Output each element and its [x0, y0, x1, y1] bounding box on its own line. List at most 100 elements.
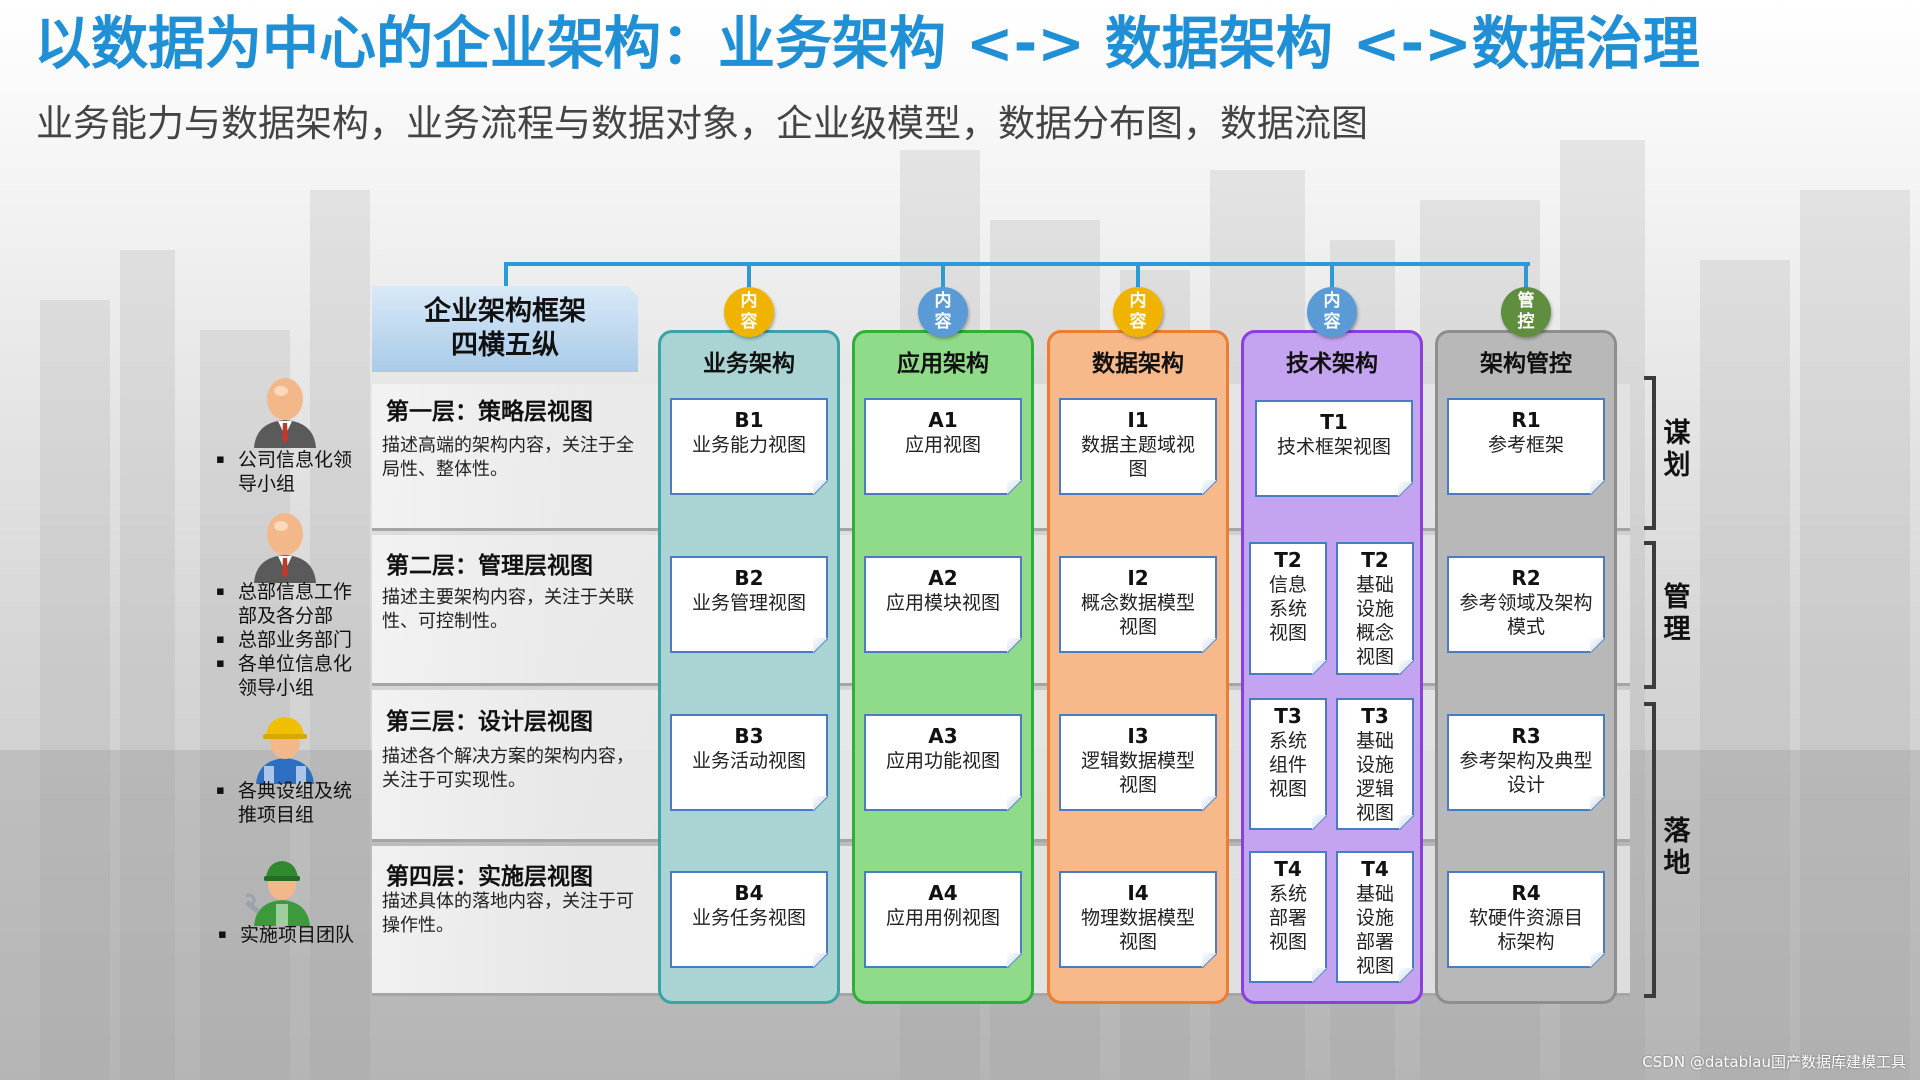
- bracket-char: 理: [1663, 614, 1691, 645]
- bracket-label-management: 管 理: [1660, 582, 1694, 646]
- card-text: 系统组件视图: [1268, 730, 1307, 800]
- card-text: 业务活动视图: [691, 750, 806, 772]
- bracket-label-implementation: 落 地: [1660, 816, 1694, 880]
- engineer-worker-icon: [256, 717, 314, 784]
- badge-char: 容: [1129, 312, 1147, 332]
- column-5-header: 架构管控: [1480, 351, 1572, 377]
- column-1-header: 业务架构: [703, 351, 795, 377]
- card-code: B4: [734, 881, 764, 905]
- card-text: 参考框架: [1487, 434, 1564, 456]
- badge-char: 容: [934, 312, 952, 332]
- layer-4-title: 第四层：实施层视图: [386, 864, 593, 890]
- card-text: 应用功能视图: [885, 750, 1000, 772]
- column-5-governance-badge: 管 控: [1501, 287, 1551, 337]
- badge-char: 内: [934, 291, 952, 311]
- manager-avatar-icon: [254, 513, 316, 583]
- badge-char: 容: [740, 312, 758, 332]
- layer-2-desc: 描述主要架构内容，关注于关联性、可控制性。: [382, 587, 634, 632]
- role-item: 总部信息工作部及各分部: [216, 580, 366, 628]
- source-watermark: CSDN @datablau国产数据库建模工具: [1642, 1053, 1906, 1071]
- card-code: R3: [1511, 724, 1541, 748]
- role-item: 实施项目团队: [218, 923, 388, 947]
- bracket-char: 落: [1663, 816, 1691, 847]
- card-code: T3: [1274, 704, 1302, 728]
- framework-label-line-1: 企业架构框架: [424, 296, 586, 327]
- layer-3-title: 第三层：设计层视图: [386, 709, 593, 735]
- card-code: A4: [928, 881, 958, 905]
- card-text: 参考架构及典型设计: [1459, 750, 1593, 796]
- card-code: A1: [928, 408, 958, 432]
- connector-drop-col-1: [747, 262, 751, 290]
- bracket-char: 地: [1663, 848, 1691, 879]
- card-text: 软硬件资源目标架构: [1469, 907, 1584, 953]
- badge-char: 管: [1517, 291, 1535, 311]
- layer-1-title: 第一层：策略层视图: [386, 399, 593, 425]
- card-text: 应用模块视图: [885, 592, 1000, 614]
- card-code: I3: [1127, 724, 1149, 748]
- card-code: I4: [1127, 881, 1149, 905]
- role-item: 公司信息化领导小组: [216, 448, 352, 496]
- card-text: 系统部署视图: [1268, 883, 1307, 953]
- connector-drop-framework: [504, 262, 508, 288]
- role-item: 各单位信息化领导小组: [216, 652, 366, 700]
- card-text: 逻辑数据模型视图: [1081, 750, 1196, 796]
- badge-char: 内: [1323, 291, 1341, 311]
- framework-label-line-2: 四横五纵: [451, 330, 559, 361]
- card-code: T1: [1320, 410, 1348, 434]
- card-text: 概念数据模型视图: [1081, 592, 1196, 638]
- column-3-content-badge: 内 容: [1113, 287, 1163, 337]
- technician-worker-icon: [246, 861, 310, 926]
- role-item: 各典设组及统推项目组: [216, 779, 366, 827]
- column-4-header: 技术架构: [1286, 351, 1378, 377]
- column-3-header: 数据架构: [1092, 351, 1184, 377]
- column-1-content-badge: 内 容: [724, 287, 774, 337]
- bracket-char: 谋: [1663, 418, 1691, 449]
- connector-top-line: [504, 262, 1530, 266]
- role-list-3: 各典设组及统推项目组: [216, 779, 366, 827]
- page-subtitle: 业务能力与数据架构，业务流程与数据对象，企业级模型，数据分布图，数据流图: [36, 102, 1368, 145]
- bracket-implementation: [1644, 702, 1656, 998]
- layer-1-desc: 描述高端的架构内容，关注于全局性、整体性。: [382, 435, 634, 480]
- badge-char: 内: [740, 291, 758, 311]
- card-code: B1: [734, 408, 764, 432]
- card-code: R2: [1511, 566, 1541, 590]
- role-list-4: 实施项目团队: [218, 923, 388, 947]
- bracket-planning: [1644, 376, 1656, 530]
- card-text: 应用视图: [904, 434, 981, 456]
- card-text: 业务能力视图: [691, 434, 806, 456]
- card-text: 物理数据模型视图: [1081, 907, 1196, 953]
- connector-drop-col-2: [941, 262, 945, 290]
- role-item: 总部业务部门: [216, 628, 366, 652]
- role-list-2: 总部信息工作部及各分部 总部业务部门 各单位信息化领导小组: [216, 580, 366, 700]
- bracket-char: 划: [1663, 450, 1691, 481]
- bracket-management: [1644, 541, 1656, 689]
- card-code: B3: [734, 724, 764, 748]
- card-code: B2: [734, 566, 764, 590]
- bracket-label-planning: 谋 划: [1660, 418, 1694, 482]
- card-text: 基础设施逻辑视图: [1355, 730, 1394, 824]
- bracket-char: 管: [1663, 582, 1691, 613]
